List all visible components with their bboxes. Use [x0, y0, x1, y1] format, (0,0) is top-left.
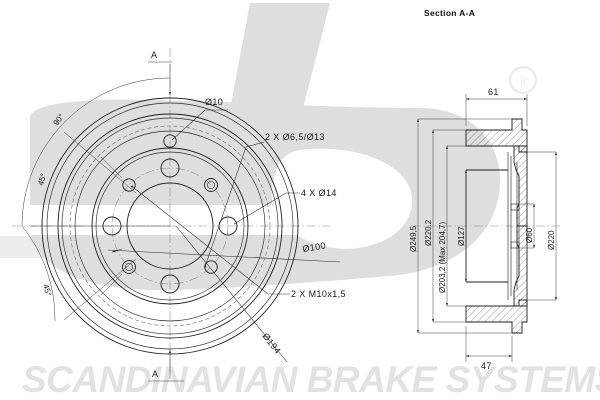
- watermark-logo: ®: [0, 3, 538, 291]
- dimension-od-220-2-label: Ø220.2: [424, 219, 433, 246]
- brake-drum-section-aa: 61 47 Ø249,5 Ø220.2: [409, 87, 560, 371]
- bolt-hole-14-bottom: [160, 274, 180, 294]
- dimension-od-249-5-label: Ø249,5: [409, 225, 418, 252]
- callout-four-14-label: 4 X Ø14: [301, 188, 337, 198]
- section-marker-top: A: [148, 50, 172, 96]
- dimension-od-249-5: Ø249,5: [409, 118, 512, 334]
- arc-90: [21, 77, 171, 227]
- angular-construction: [21, 77, 171, 322]
- callout-two-m10: 2 X M10x1,5: [130, 184, 346, 299]
- watermark-company-text: SCANDINAVIAN BRAKE SYSTEMS: [22, 359, 600, 400]
- dimension-od-220-2: Ø220.2: [424, 129, 466, 323]
- dimension-dia-127: Ø127: [457, 169, 468, 283]
- angle-label-45-upper: 45°: [36, 172, 48, 186]
- dimension-bore-203: Ø203,2 (Max 204,7): [438, 145, 466, 307]
- threaded-hole-m10-upper-right: [204, 178, 218, 192]
- threaded-hole-m10-lower-left: [122, 260, 136, 274]
- callout-four-14: 4 X Ø14: [233, 188, 337, 225]
- callout-dia10-label: Ø10: [205, 97, 223, 107]
- callout-two-m10-label: 2 X M10x1,5: [291, 289, 346, 299]
- bolt-hole-14-top: [160, 158, 180, 178]
- dimension-dia-220-label: Ø220: [547, 230, 556, 250]
- dimension-width-47-label: 47: [481, 361, 492, 371]
- bolt-circle-pcd: [111, 167, 229, 285]
- callout-two-65-13: 2 X Ø6,5/Ø13: [203, 132, 325, 268]
- dimension-bore-203-label: Ø203,2 (Max 204,7): [438, 222, 447, 293]
- callout-pcd100-label: Ø100: [302, 240, 327, 254]
- hole-65-13-upper-left: [122, 178, 136, 192]
- callout-two-65-13-label: 2 X Ø6,5/Ø13: [265, 132, 325, 142]
- callout-pcd100: Ø100: [107, 240, 341, 263]
- registered-mark: ®: [517, 73, 529, 90]
- dimension-dia-60: Ø60: [519, 203, 536, 249]
- section-marker-bottom: A: [148, 349, 184, 382]
- dimension-width-61-label: 61: [488, 87, 499, 97]
- callout-dia10: Ø10: [171, 97, 228, 141]
- inspection-hole-10: [163, 134, 177, 148]
- angle-label-45-lower: 45°: [41, 283, 53, 297]
- arc-45-lower: [21, 225, 56, 322]
- dimension-width-61: 61: [465, 87, 528, 126]
- section-marker-bottom-label: A: [152, 369, 158, 379]
- section-marker-top-label: A: [151, 50, 157, 60]
- dimension-dia-127-label: Ø127: [457, 226, 466, 246]
- brake-drum-face-view: A A 90° 45° 45° Ø10 2 X Ø6,5/Ø13: [12, 48, 346, 382]
- dimension-dia-220: Ø220: [527, 151, 558, 301]
- dimension-dia-60-label: Ø60: [525, 227, 534, 243]
- section-title: Section A-A: [424, 8, 475, 18]
- dimension-width-47: 47: [465, 326, 513, 371]
- callout-dia194-label: Ø194: [260, 331, 282, 356]
